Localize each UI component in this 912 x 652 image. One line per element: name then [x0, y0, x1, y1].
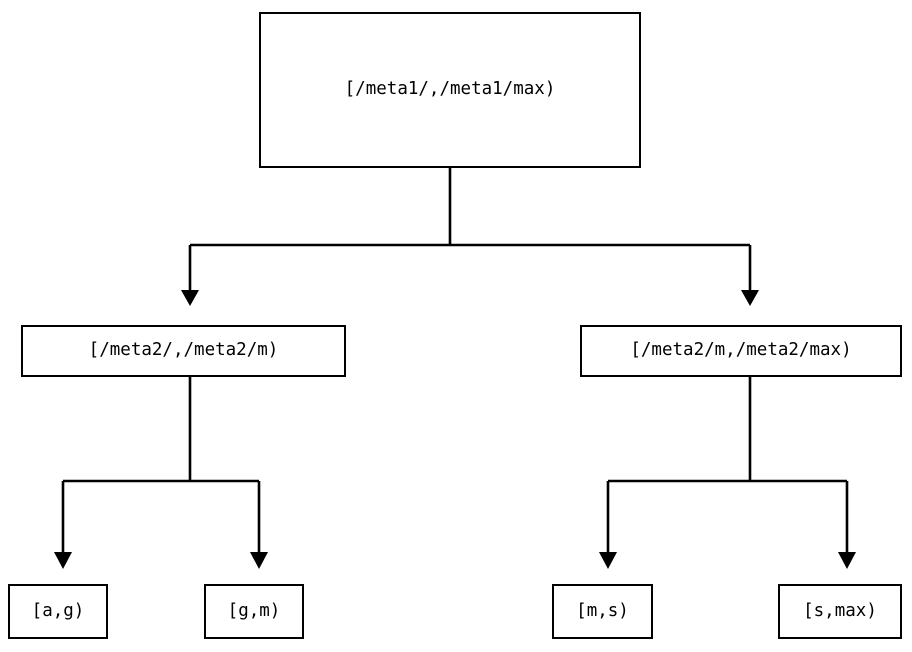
tree-node-mid-left[interactable]: [/meta2/,/meta2/m) [21, 325, 346, 377]
tree-node-leaf-3[interactable]: [m,s) [552, 584, 653, 639]
tree-node-root-label: [/meta1/,/meta1/max) [344, 79, 556, 100]
tree-node-leaf-4[interactable]: [s,max) [778, 584, 902, 639]
tree-node-mid-right[interactable]: [/meta2/m,/meta2/max) [580, 325, 902, 377]
arrowhead-mid-left-to-leaf-2 [250, 552, 268, 569]
tree-node-mid-left-label: [/meta2/,/meta2/m) [88, 340, 279, 361]
arrowhead-root-to-mid-right [741, 290, 759, 306]
tree-node-leaf-2[interactable]: [g,m) [204, 584, 304, 639]
tree-node-leaf-1[interactable]: [a,g) [8, 584, 108, 639]
tree-node-leaf-1-label: [a,g) [31, 600, 85, 621]
arrowhead-root-to-mid-left [181, 290, 199, 306]
arrowhead-mid-left-to-leaf-1 [54, 552, 72, 569]
arrowhead-mid-right-to-leaf-4 [838, 552, 856, 569]
tree-node-root[interactable]: [/meta1/,/meta1/max) [259, 12, 641, 168]
tree-node-leaf-2-label: [g,m) [227, 600, 281, 621]
tree-node-mid-right-label: [/meta2/m,/meta2/max) [630, 340, 852, 361]
tree-node-leaf-4-label: [s,max) [803, 600, 877, 621]
tree-node-leaf-3-label: [m,s) [576, 600, 629, 621]
arrowhead-mid-right-to-leaf-3 [599, 552, 617, 569]
